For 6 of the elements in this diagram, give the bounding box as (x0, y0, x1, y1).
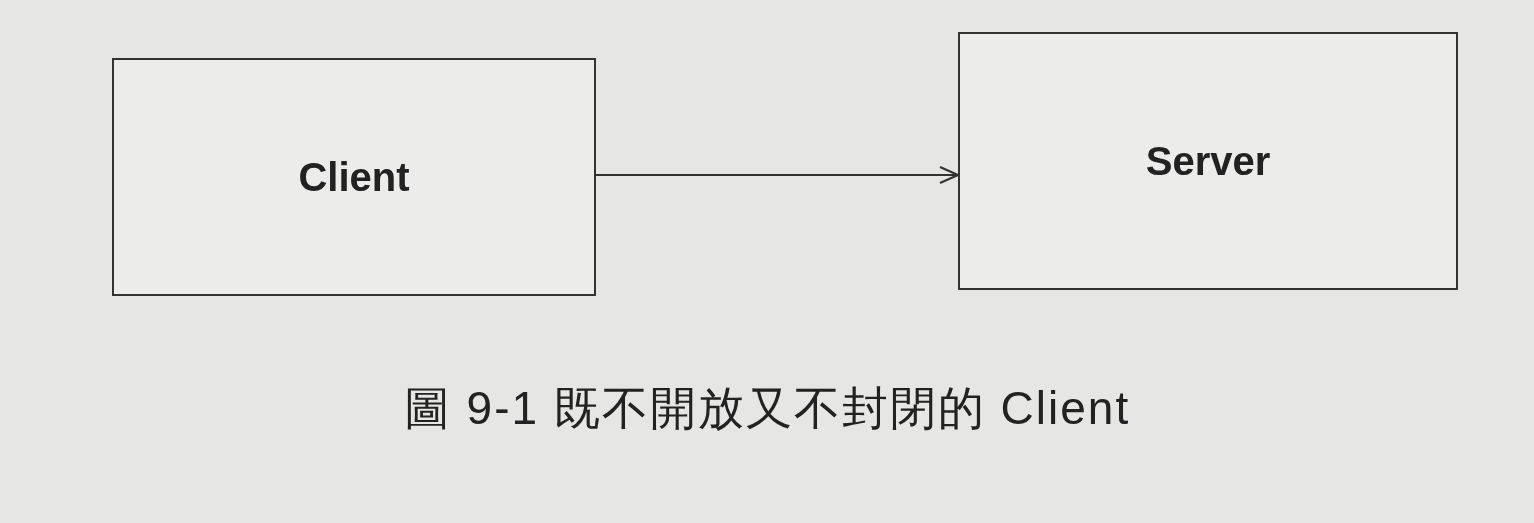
box-label: Client (298, 154, 410, 200)
arrow (595, 166, 959, 184)
figure-caption: 圖 9-1 既不開放又不封閉的 Client (403, 382, 1131, 434)
process-box (958, 32, 1458, 290)
process-box (112, 58, 596, 296)
box-label: Server (1145, 138, 1271, 184)
